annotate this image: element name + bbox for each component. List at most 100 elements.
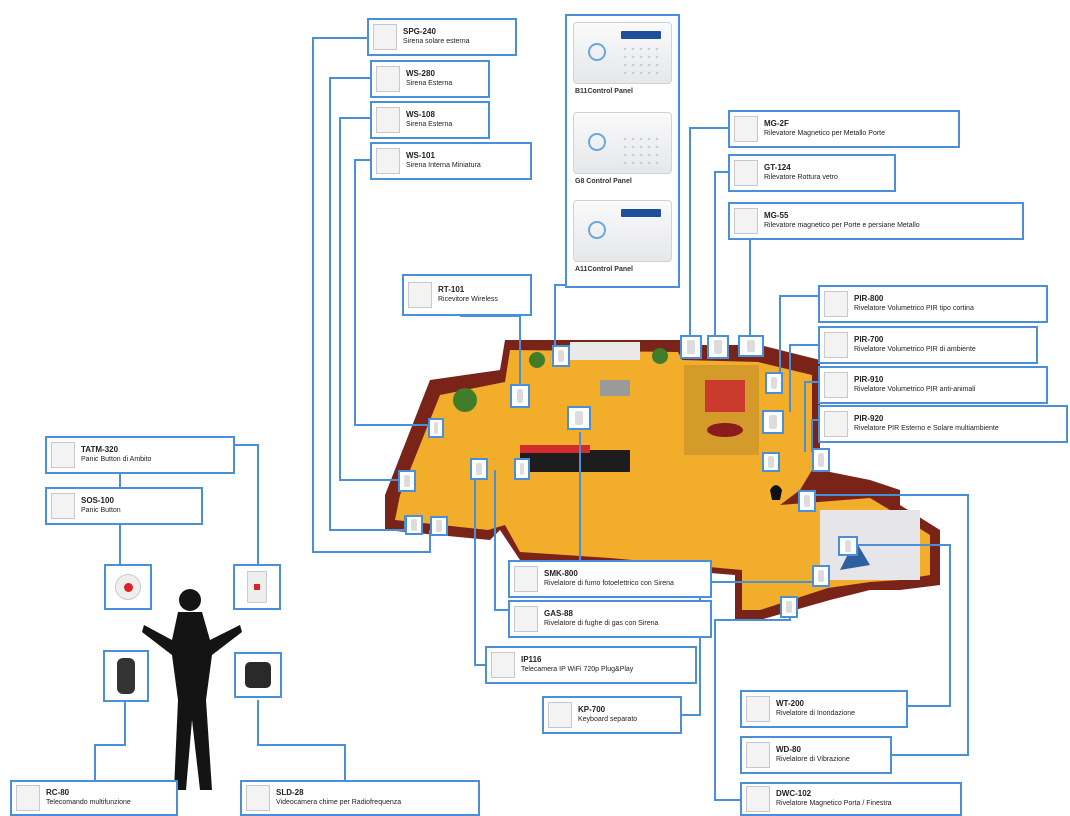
- device-card: MG-2F Rilevatore Magnetico per Metallo Po…: [728, 110, 960, 148]
- device-marker: [514, 458, 530, 480]
- device-code: IP116: [521, 655, 542, 664]
- plant-3: [529, 352, 545, 368]
- device-code: MG-55: [764, 211, 789, 220]
- device-description: Rivelatore PIR Esterno e Solare multiamb…: [854, 425, 999, 432]
- device-code: PIR-920: [854, 414, 884, 423]
- device-thumbnail: [376, 148, 400, 174]
- chime-picture: [234, 652, 282, 698]
- device-description: Rilevatore magnetico per Porte e persian…: [764, 222, 920, 229]
- kitchen-counter: [520, 450, 630, 472]
- device-thumbnail: [548, 702, 572, 728]
- device-description: Sirena Esterna: [406, 121, 453, 128]
- device-description: Rivelatore di Inondazione: [776, 710, 855, 717]
- device-code: DWC-102: [776, 789, 812, 798]
- panic-button-picture: [104, 564, 152, 610]
- plant-2: [652, 348, 668, 364]
- device-thumbnail: [824, 332, 848, 358]
- device-thumbnail: [746, 696, 770, 722]
- device-description: Sirena solare esterna: [403, 38, 470, 45]
- device-marker: [762, 452, 780, 472]
- device-code: WT-200: [776, 699, 805, 708]
- device-code: RT-101: [438, 285, 465, 294]
- device-thumbnail: [824, 372, 848, 398]
- device-thumbnail: [734, 208, 758, 234]
- device-thumbnail: [16, 785, 40, 811]
- device-marker: [552, 345, 570, 367]
- floor: [395, 350, 930, 610]
- device-thumbnail: [408, 282, 432, 308]
- bed: [705, 380, 745, 412]
- device-marker: [405, 515, 423, 535]
- device-code: PIR-700: [854, 335, 884, 344]
- device-description: Panic Button: [81, 507, 121, 514]
- device-marker: [398, 470, 416, 492]
- device-code: GT-124: [764, 163, 791, 172]
- control-panel-b11: [573, 22, 672, 84]
- device-marker: [567, 406, 591, 430]
- device-code: WS-101: [406, 151, 435, 160]
- device-code: SPG-240: [403, 27, 436, 36]
- device-description: Videocamera chime per Radiofrequenza: [276, 799, 402, 806]
- device-marker: [738, 335, 764, 357]
- plant-1: [453, 388, 477, 412]
- device-description: Rivelatore Volumetrico PIR di ambiente: [854, 346, 976, 353]
- pendant-button-picture: [233, 564, 281, 610]
- control-panels-box: B11Control Panel G8 Control Panel A11Con…: [565, 14, 680, 288]
- device-description: Rivelatore di fughe di gas con Sirena: [544, 620, 659, 627]
- device-code: SOS-100: [81, 496, 114, 505]
- device-marker: [838, 536, 858, 556]
- device-code: SLD-28: [276, 788, 304, 797]
- device-code: PIR-800: [854, 294, 884, 303]
- control-panel-label: G8 Control Panel: [575, 178, 632, 185]
- device-description: Keyboard separato: [578, 716, 638, 723]
- device-description: Rivelatore Magnetico Porta / Finestra: [776, 800, 892, 807]
- table: [600, 380, 630, 396]
- device-description: Rivelatore di fumo fotoelettrico con Sir…: [544, 580, 674, 587]
- device-description: Panic Button di Ambito: [81, 456, 152, 463]
- device-marker: [765, 372, 783, 394]
- device-description: Sirena Interna Miniatura: [406, 162, 481, 169]
- device-code: MG-2F: [764, 119, 789, 128]
- device-thumbnail: [376, 107, 400, 133]
- device-code: WS-280: [406, 69, 435, 78]
- device-marker: [707, 335, 729, 359]
- control-panel-label: A11Control Panel: [575, 266, 633, 273]
- device-marker: [798, 490, 816, 512]
- device-description: Rivelatore Volumetrico PIR anti-animali: [854, 386, 976, 393]
- device-thumbnail: [514, 606, 538, 632]
- device-description: Rivelatore Volumetrico PIR tipo cortina: [854, 305, 974, 312]
- device-thumbnail: [491, 652, 515, 678]
- rug: [707, 423, 743, 437]
- control-panel-g8: [573, 112, 672, 174]
- device-thumbnail: [824, 411, 848, 437]
- device-marker: [470, 458, 488, 480]
- device-description: Telecamera IP WiFi 720p Plug&Play: [521, 666, 634, 673]
- device-marker: [812, 448, 830, 472]
- person-silhouette: [142, 589, 242, 790]
- device-marker: [812, 565, 830, 587]
- device-description: Rilevatore Magnetico per Metallo Porte: [764, 130, 886, 137]
- device-description: Rivelatore di Vibrazione: [776, 756, 850, 763]
- device-code: GAS-88: [544, 609, 573, 618]
- device-thumbnail: [746, 742, 770, 768]
- device-code: PIR-910: [854, 375, 884, 384]
- device-thumbnail: [514, 566, 538, 592]
- device-code: KP-700: [578, 705, 606, 714]
- device-marker: [430, 516, 448, 536]
- device-code: WS-108: [406, 110, 435, 119]
- device-code: SMK-800: [544, 569, 578, 578]
